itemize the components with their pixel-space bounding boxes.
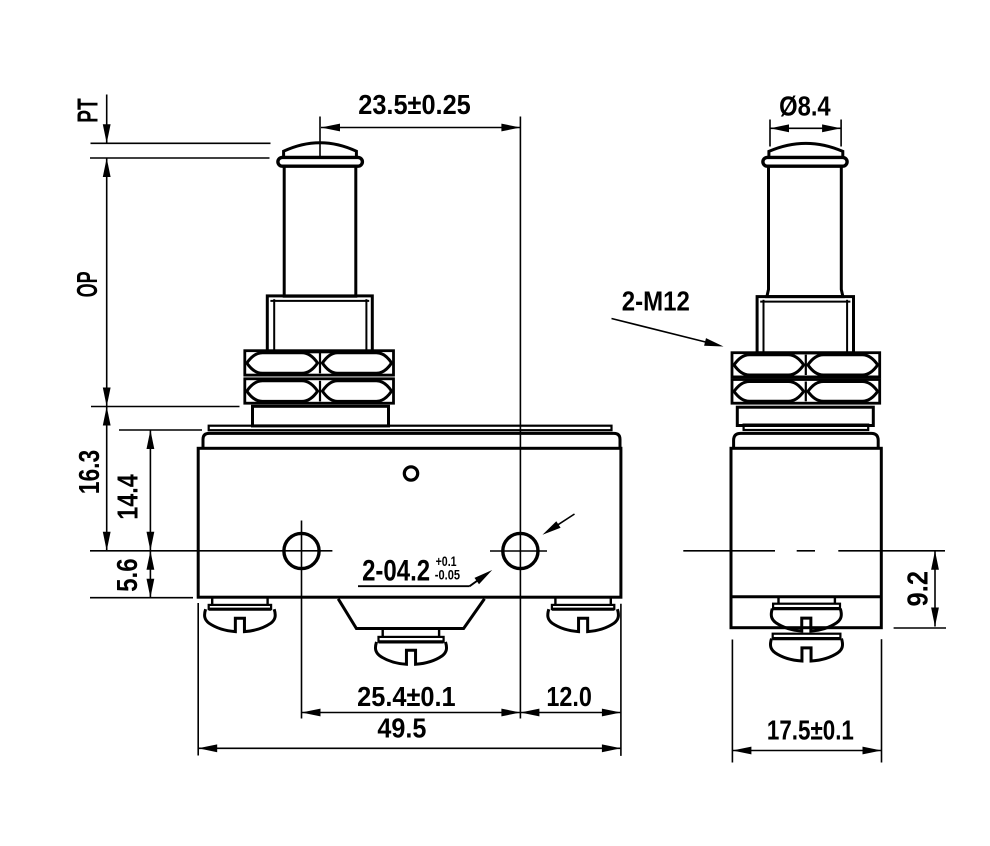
svg-text:16.3: 16.3 — [74, 450, 106, 495]
svg-text:14.4: 14.4 — [113, 474, 145, 520]
svg-text:17.5±0.1: 17.5±0.1 — [767, 715, 854, 746]
svg-text:PT: PT — [73, 98, 105, 123]
svg-text:2-M12: 2-M12 — [622, 285, 690, 316]
svg-text:2-04.2: 2-04.2 — [362, 555, 430, 588]
svg-text:25.4±0.1: 25.4±0.1 — [357, 681, 456, 712]
svg-text:49.5: 49.5 — [377, 713, 426, 744]
svg-text:+0.1: +0.1 — [436, 554, 457, 569]
svg-text:12.0: 12.0 — [546, 681, 592, 712]
svg-text:5.6: 5.6 — [112, 558, 144, 592]
svg-text:-0.05: -0.05 — [435, 568, 461, 583]
svg-text:OP: OP — [72, 271, 104, 297]
svg-text:23.5±0.25: 23.5±0.25 — [358, 89, 471, 120]
svg-text:9.2: 9.2 — [903, 571, 935, 607]
svg-text:Ø8.4: Ø8.4 — [779, 90, 831, 121]
